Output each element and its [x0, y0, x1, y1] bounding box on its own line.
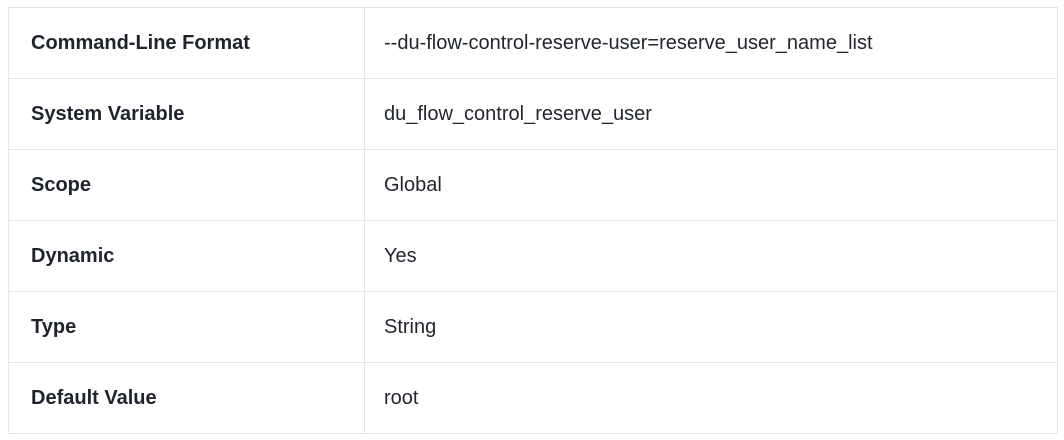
row-label: Command-Line Format: [8, 7, 365, 79]
system-variable-attribute-table: Command-Line Format --du-flow-control-re…: [8, 7, 1058, 434]
row-label: System Variable: [8, 78, 365, 150]
row-value: String: [364, 291, 1058, 363]
row-label: Type: [8, 291, 365, 363]
table-row-command-line-format: Command-Line Format --du-flow-control-re…: [8, 7, 1058, 79]
row-value: root: [364, 362, 1058, 434]
row-label: Dynamic: [8, 220, 365, 292]
table-row-default-value: Default Value root: [8, 362, 1058, 434]
table-row-type: Type String: [8, 291, 1058, 363]
row-value: --du-flow-control-reserve-user=reserve_u…: [364, 7, 1058, 79]
table-row-system-variable: System Variable du_flow_control_reserve_…: [8, 78, 1058, 150]
row-value: du_flow_control_reserve_user: [364, 78, 1058, 150]
table-row-scope: Scope Global: [8, 149, 1058, 221]
row-label: Default Value: [8, 362, 365, 434]
table-row-dynamic: Dynamic Yes: [8, 220, 1058, 292]
row-label: Scope: [8, 149, 365, 221]
row-value: Global: [364, 149, 1058, 221]
row-value: Yes: [364, 220, 1058, 292]
attribute-table: Command-Line Format --du-flow-control-re…: [8, 7, 1058, 434]
